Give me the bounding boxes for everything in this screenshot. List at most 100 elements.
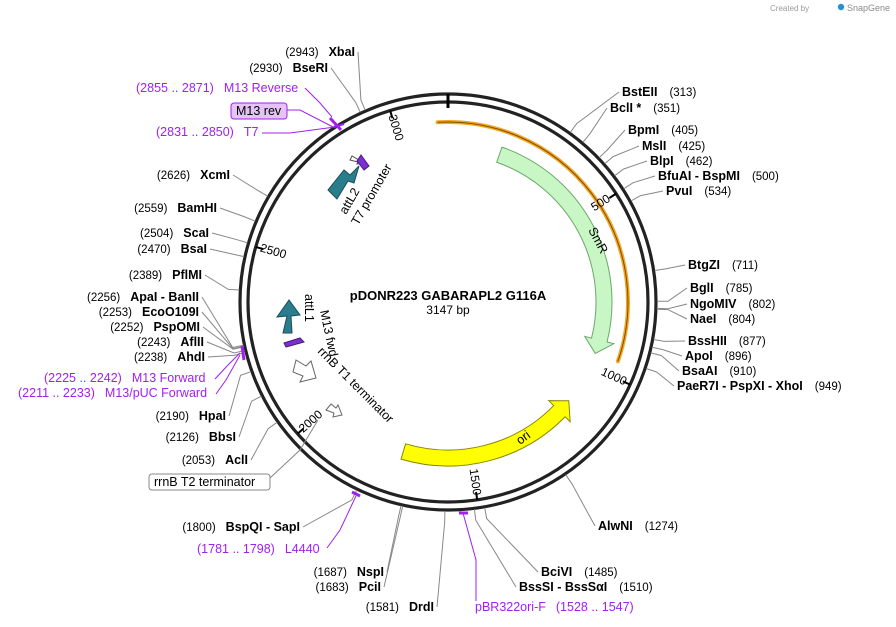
- enzyme-leader-line: [645, 368, 675, 387]
- enzyme-ngomiv: NgoMIV (802): [690, 297, 776, 311]
- enzyme-paer7i: PaeR7I - PspXI - XhoI(949): [677, 379, 842, 393]
- enzyme-ecoo109i: EcoO109I(2253): [99, 305, 199, 319]
- enzyme-name: AlwNI: [598, 519, 633, 533]
- enzyme-nspi: NspI(1687): [314, 565, 384, 579]
- enzyme-name: DrdI: [409, 600, 434, 614]
- primer-name: M13/pUC Forward: [105, 386, 207, 400]
- enzyme-leader-line: [302, 489, 358, 528]
- enzyme-bpmi: BpmI(405): [628, 123, 698, 137]
- enzyme-name: BstEII: [622, 85, 657, 99]
- primer-name: L4440: [285, 542, 320, 556]
- enzyme-leader-line: [656, 287, 688, 302]
- enzyme-leader-line: [232, 174, 268, 197]
- enzyme-leader-line: [357, 51, 366, 111]
- primer-markers: [240, 116, 468, 515]
- t7-primer-marker: [356, 154, 370, 171]
- enzyme-position: (462): [686, 156, 713, 168]
- enzyme-position: (405): [671, 125, 698, 137]
- enzyme-btgzi: BtgZI(711): [688, 258, 758, 272]
- m13-rev-box: M13 rev: [230, 102, 288, 120]
- enzyme-bsshii: BssHII(877): [688, 334, 766, 348]
- snapgene-logo-icon: [837, 3, 845, 11]
- enzyme-name: BsaI: [181, 242, 207, 256]
- enzyme-position: (2053): [182, 455, 215, 467]
- rrnb-t1-terminator-arrow: [292, 359, 317, 383]
- primer-name: T7: [244, 125, 259, 139]
- enzyme-position: (2504): [140, 228, 173, 240]
- enzyme-aflii: AflII (2243): [137, 335, 204, 349]
- enzyme-position: (425): [678, 141, 705, 153]
- rrnb-t2-terminator-box: rrnB T2 terminator: [148, 419, 319, 491]
- enzyme-leader-line: [614, 160, 648, 177]
- primer-l4440: (1781 .. 1798)L4440: [197, 542, 320, 556]
- enzyme-position: (2243): [137, 337, 170, 349]
- primer-leader-lines: [214, 87, 477, 601]
- enzyme-name: BsaAI: [682, 364, 717, 378]
- enzyme-position: (2943): [285, 47, 318, 59]
- primer-name: M13 Reverse: [224, 81, 298, 95]
- primer-t7: (2831 .. 2850)T7: [156, 125, 258, 139]
- enzyme-leader-line: [656, 308, 688, 320]
- enzyme-apai: ApaI - BanII(2256): [87, 290, 199, 304]
- enzyme-position: (2253): [99, 307, 132, 319]
- enzyme-bcivi: BciVI(1485): [541, 565, 618, 579]
- enzyme-pvui: PvuI (534): [666, 184, 731, 198]
- enzyme-position: (2626): [157, 170, 190, 182]
- enzyme-position: (2252): [110, 322, 143, 334]
- tick-mark: [622, 380, 631, 386]
- tick-mark: [389, 110, 394, 119]
- enzyme-name: BssSI - BssSαI: [519, 580, 607, 594]
- attl1-feature-arrow: [275, 299, 301, 334]
- enzyme-name: BciVI: [541, 565, 572, 579]
- enzyme-name: AflII: [180, 335, 204, 349]
- enzyme-name: BclI *: [610, 101, 641, 115]
- enzyme-msli: MslI (425): [642, 139, 705, 153]
- enzyme-xcmi: XcmI(2626): [157, 168, 230, 182]
- l4440-marker: [351, 490, 361, 498]
- enzyme-bbsi: BbsI(2126): [166, 430, 236, 444]
- enzyme-bfuai: BfuAI - BspMI(500): [658, 169, 779, 183]
- enzyme-name: BseRI: [293, 61, 328, 75]
- tick-mark: [608, 192, 617, 199]
- enzyme-position: (1274): [645, 521, 678, 533]
- enzyme-position: (804): [728, 314, 755, 326]
- enzyme-name: ApaI - BanII: [130, 290, 199, 304]
- enzyme-bsssi: BssSI - BssSαI(1510): [519, 580, 653, 594]
- enzyme-position: (2559): [134, 203, 167, 215]
- enzyme-position: (313): [669, 87, 696, 99]
- enzyme-name: ApoI: [685, 349, 713, 363]
- enzyme-leader-line: [204, 274, 240, 291]
- enzyme-name: PflMI: [172, 268, 202, 282]
- enzyme-name: MslI: [642, 139, 666, 153]
- enzyme-position: (534): [704, 186, 731, 198]
- enzyme-position: (2190): [156, 411, 189, 423]
- enzyme-bsaai: BsaAI(910): [682, 364, 756, 378]
- enzyme-position: (802): [749, 299, 776, 311]
- enzyme-name: PvuI: [666, 184, 692, 198]
- ori-label: ori: [514, 428, 533, 448]
- enzyme-leader-line: [330, 67, 361, 113]
- primer-range: (2855 .. 2871): [136, 81, 214, 95]
- rrnb-t2-terminator-label: rrnB T2 terminator: [154, 475, 255, 489]
- enzyme-acli: AclI(2053): [182, 453, 248, 467]
- tick-label: 2500: [259, 241, 289, 262]
- enzyme-leader-line: [569, 91, 620, 133]
- enzyme-name: BglI: [690, 281, 714, 295]
- enzyme-apoi: ApoI(896): [685, 349, 752, 363]
- m13-forward-marker: [240, 345, 246, 361]
- tick-label: 1000: [599, 365, 629, 389]
- enzyme-position: (711): [732, 260, 758, 272]
- enzyme-leader-line: [386, 505, 402, 573]
- attl2-feature-arrow: [327, 165, 360, 200]
- primer-range: (2225 .. 2242): [44, 371, 122, 385]
- primer-range: (1528 .. 1547): [556, 600, 634, 614]
- enzyme-leader-line: [219, 207, 256, 222]
- enzyme-position: (785): [726, 283, 753, 295]
- enzyme-name: PspOMI: [153, 320, 200, 334]
- enzyme-position: (2470): [137, 244, 170, 256]
- enzyme-leader-line: [582, 107, 608, 143]
- enzyme-name: NgoMIV: [690, 297, 737, 311]
- enzyme-bsai: BsaI (2470): [137, 242, 207, 256]
- enzyme-position: (1687): [314, 567, 347, 579]
